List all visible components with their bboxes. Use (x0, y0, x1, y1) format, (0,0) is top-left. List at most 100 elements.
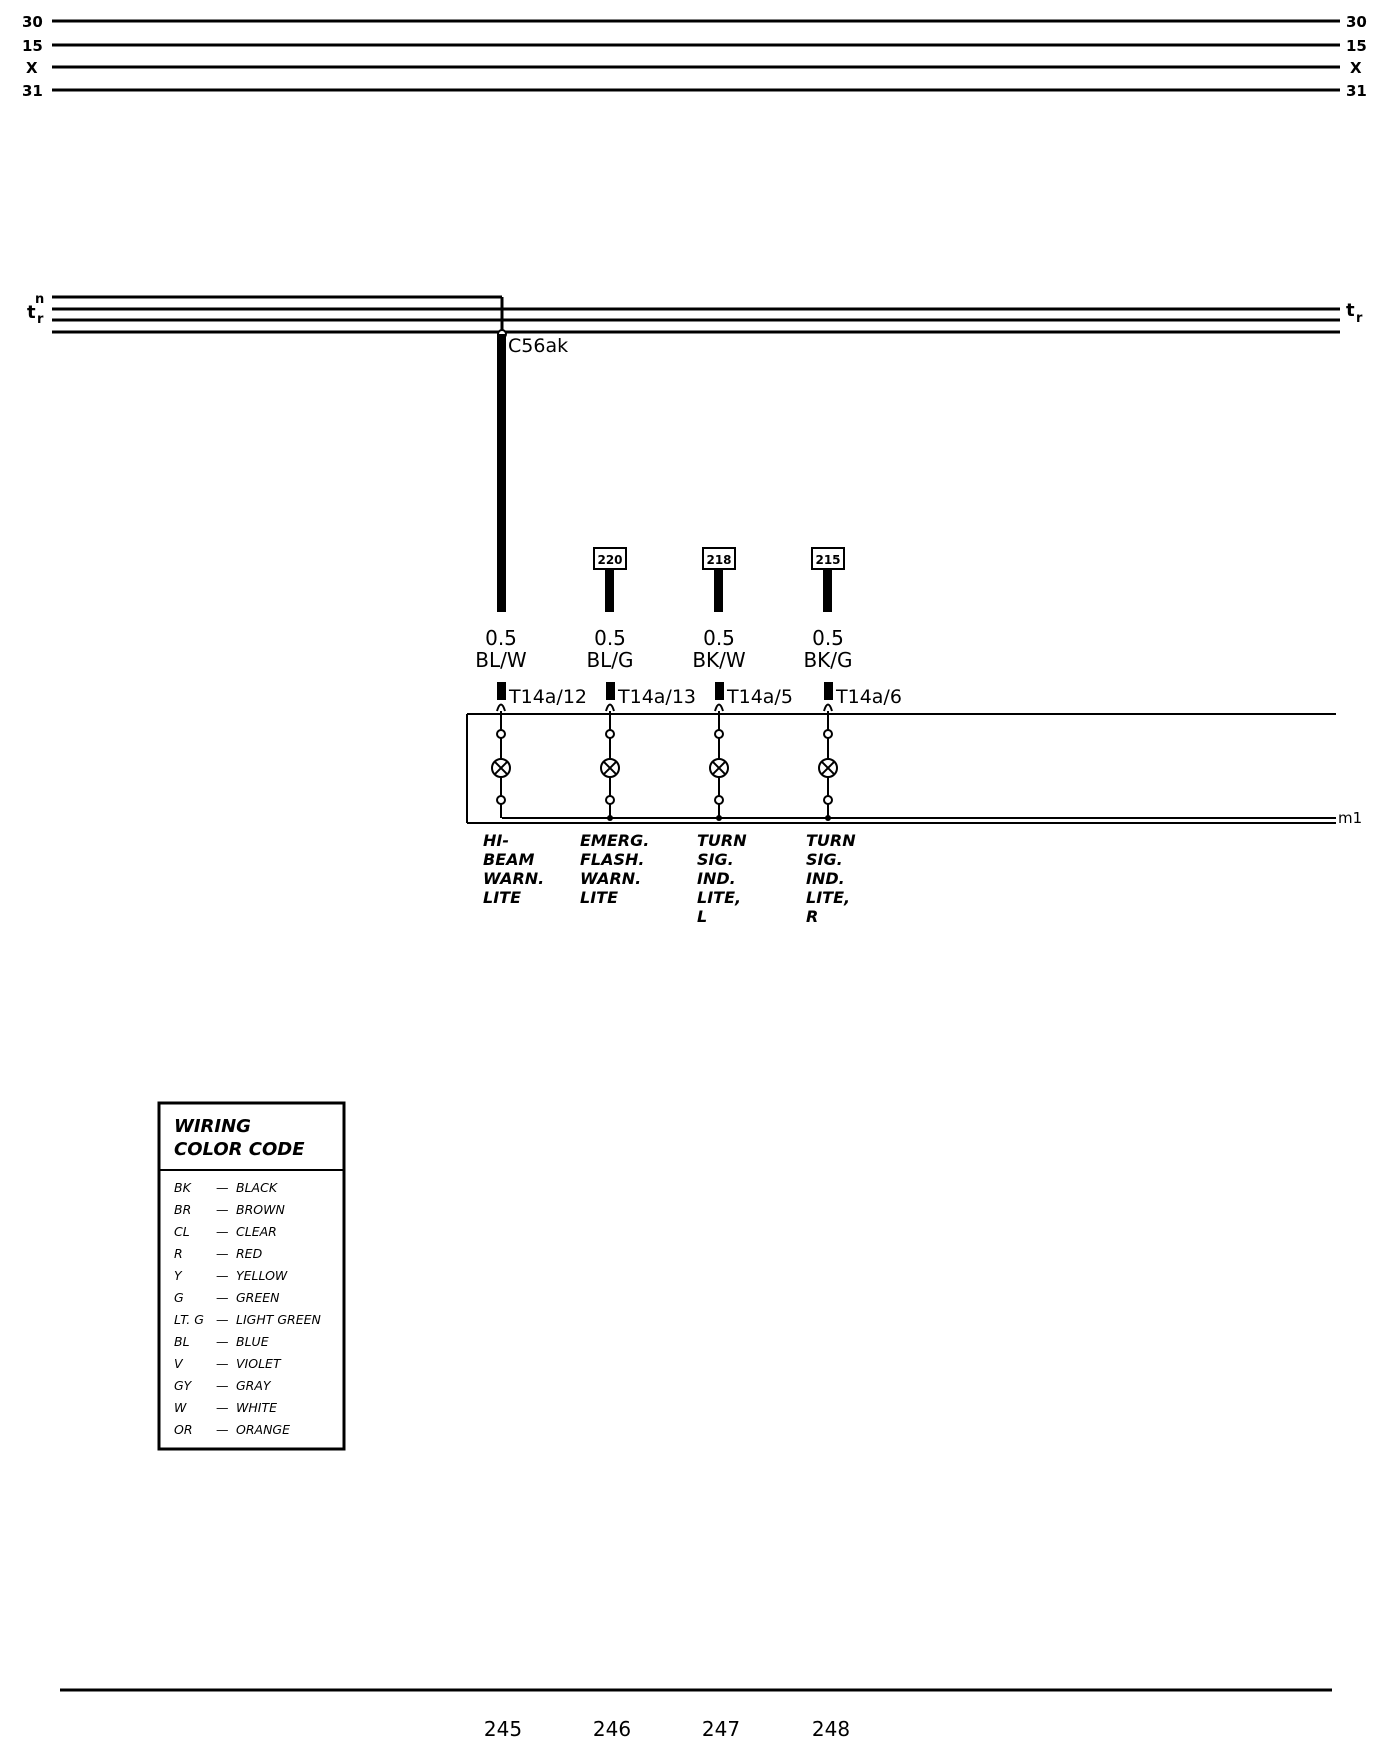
bulb-turn-left (709, 703, 729, 821)
terminal-block-3 (715, 682, 724, 700)
svg-text:RED: RED (236, 1246, 263, 1261)
svg-text:YELLOW: YELLOW (236, 1268, 288, 1283)
svg-text:CLEAR: CLEAR (236, 1224, 277, 1239)
svg-text:—: — (216, 1312, 229, 1327)
legend-item: CL — CLEAR (174, 1224, 277, 1239)
wire-size-3: 0.5 (703, 626, 735, 650)
legend-item: BL—BLUE (174, 1334, 269, 1349)
wire-color-2: BL/G (586, 648, 633, 672)
svg-text:SIG.: SIG. (806, 850, 843, 869)
wire-color-1: BL/W (475, 648, 527, 672)
svg-text:EMERG.: EMERG. (580, 831, 649, 850)
svg-text:WARN.: WARN. (483, 869, 544, 888)
svg-text:BLACK: BLACK (236, 1180, 279, 1195)
rail-label-left-x: X (26, 59, 38, 77)
legend-item: BK — BLACK (174, 1180, 279, 1195)
terminal-block-4 (824, 682, 833, 700)
connector-terminals: T14a/12 T14a/13 T14a/5 T14a/6 (497, 682, 902, 708)
bus-label-right-r: r (1356, 311, 1363, 326)
wire-size-1: 0.5 (485, 626, 517, 650)
svg-text:CL: CL (174, 1224, 190, 1239)
svg-text:—: — (216, 1400, 229, 1415)
svg-text:BR: BR (174, 1202, 191, 1217)
svg-text:BROWN: BROWN (236, 1202, 285, 1217)
wire-circuit-3 (714, 570, 723, 612)
ref-number-218: 218 (706, 553, 731, 567)
svg-text:LT. G: LT. G (174, 1312, 204, 1327)
svg-text:LITE: LITE (580, 888, 618, 907)
bus-label-right-t: t (1346, 300, 1355, 321)
svg-text:BK: BK (174, 1180, 193, 1195)
legend-item: BR — BROWN (174, 1202, 285, 1217)
svg-text:BL: BL (174, 1334, 190, 1349)
svg-text:W: W (174, 1400, 187, 1415)
svg-text:HI-: HI- (483, 831, 509, 850)
instrument-cluster: m1 (466, 713, 1362, 827)
legend-item: OR—ORANGE (174, 1422, 290, 1437)
column-number-248: 248 (812, 1717, 850, 1741)
rail-15: 15 15 (22, 37, 1367, 55)
legend-item: W — WHITE (174, 1400, 277, 1415)
svg-text:—: — (216, 1224, 229, 1239)
svg-text:BEAM: BEAM (483, 850, 535, 869)
svg-text:R: R (174, 1246, 183, 1261)
svg-text:—: — (216, 1202, 229, 1217)
circuit-3-ref: 218 (702, 547, 736, 612)
svg-text:—: — (216, 1334, 229, 1349)
cluster-ground-label: m1 (1338, 809, 1362, 827)
svg-text:R: R (806, 907, 818, 926)
wire-circuit-2 (605, 570, 614, 612)
terminal-block-1 (497, 682, 506, 700)
ref-number-220: 220 (597, 553, 622, 567)
svg-text:SIG.: SIG. (697, 850, 734, 869)
svg-text:—: — (216, 1290, 229, 1305)
bulb-emerg-flash (600, 703, 620, 821)
rail-30: 30 30 (22, 13, 1367, 31)
svg-text:VIOLET: VIOLET (236, 1356, 282, 1371)
wire-size-2: 0.5 (594, 626, 626, 650)
svg-text:V: V (174, 1356, 184, 1371)
svg-text:TURN: TURN (806, 831, 856, 850)
ref-box-220 (593, 547, 627, 570)
legend-item: GY—GRAY (174, 1378, 272, 1393)
column-number-247: 247 (702, 1717, 740, 1741)
wire-color-3: BK/W (692, 648, 746, 672)
rail-label-left-15: 15 (22, 37, 43, 55)
legend-title-line-2: COLOR CODE (174, 1139, 305, 1160)
wire-circuit-1 (497, 334, 506, 612)
svg-text:—: — (216, 1180, 229, 1195)
wire-color-4: BK/G (803, 648, 852, 672)
legend-item: Y—YELLOW (174, 1268, 288, 1283)
component-label-hi-beam: HI- BEAM WARN. LITE (483, 831, 544, 907)
rail-label-right-x: X (1350, 59, 1362, 77)
power-rails: 30 30 15 15 X X 31 31 (22, 13, 1367, 100)
bulb-turn-right (818, 703, 838, 821)
component-label-turn-left: TURN SIG. IND. LITE, L (697, 831, 747, 926)
svg-text:LITE,: LITE, (806, 888, 850, 907)
svg-text:GREEN: GREEN (236, 1290, 280, 1305)
svg-text:IND.: IND. (697, 869, 736, 888)
wire-circuit-4 (823, 570, 832, 612)
bus-label-left-n: n (35, 292, 44, 307)
wire-labels: 0.5 BL/W 0.5 BL/G 0.5 BK/W 0.5 BK/G (475, 626, 852, 672)
terminal-block-2 (606, 682, 615, 700)
svg-text:WHITE: WHITE (236, 1400, 277, 1415)
svg-text:L: L (697, 907, 707, 926)
rail-label-left-31: 31 (22, 82, 43, 100)
svg-text:LITE: LITE (483, 888, 521, 907)
column-number-246: 246 (593, 1717, 631, 1741)
legend-title-line-1: WIRING (174, 1116, 251, 1137)
ref-box-215 (811, 547, 845, 570)
connector-label-1: T14a/12 (508, 686, 587, 708)
svg-text:—: — (216, 1268, 229, 1283)
legend-item: LT. G—LIGHT GREEN (174, 1312, 322, 1327)
svg-text:LITE,: LITE, (697, 888, 741, 907)
circuit-2-ref: 220 (593, 547, 627, 612)
legend-item: R—RED (174, 1246, 263, 1261)
connector-label-3: T14a/5 (726, 686, 793, 708)
svg-text:—: — (216, 1356, 229, 1371)
rail-label-left-30: 30 (22, 13, 43, 31)
svg-text:OR: OR (174, 1422, 193, 1437)
rail-label-right-30: 30 (1346, 13, 1367, 31)
